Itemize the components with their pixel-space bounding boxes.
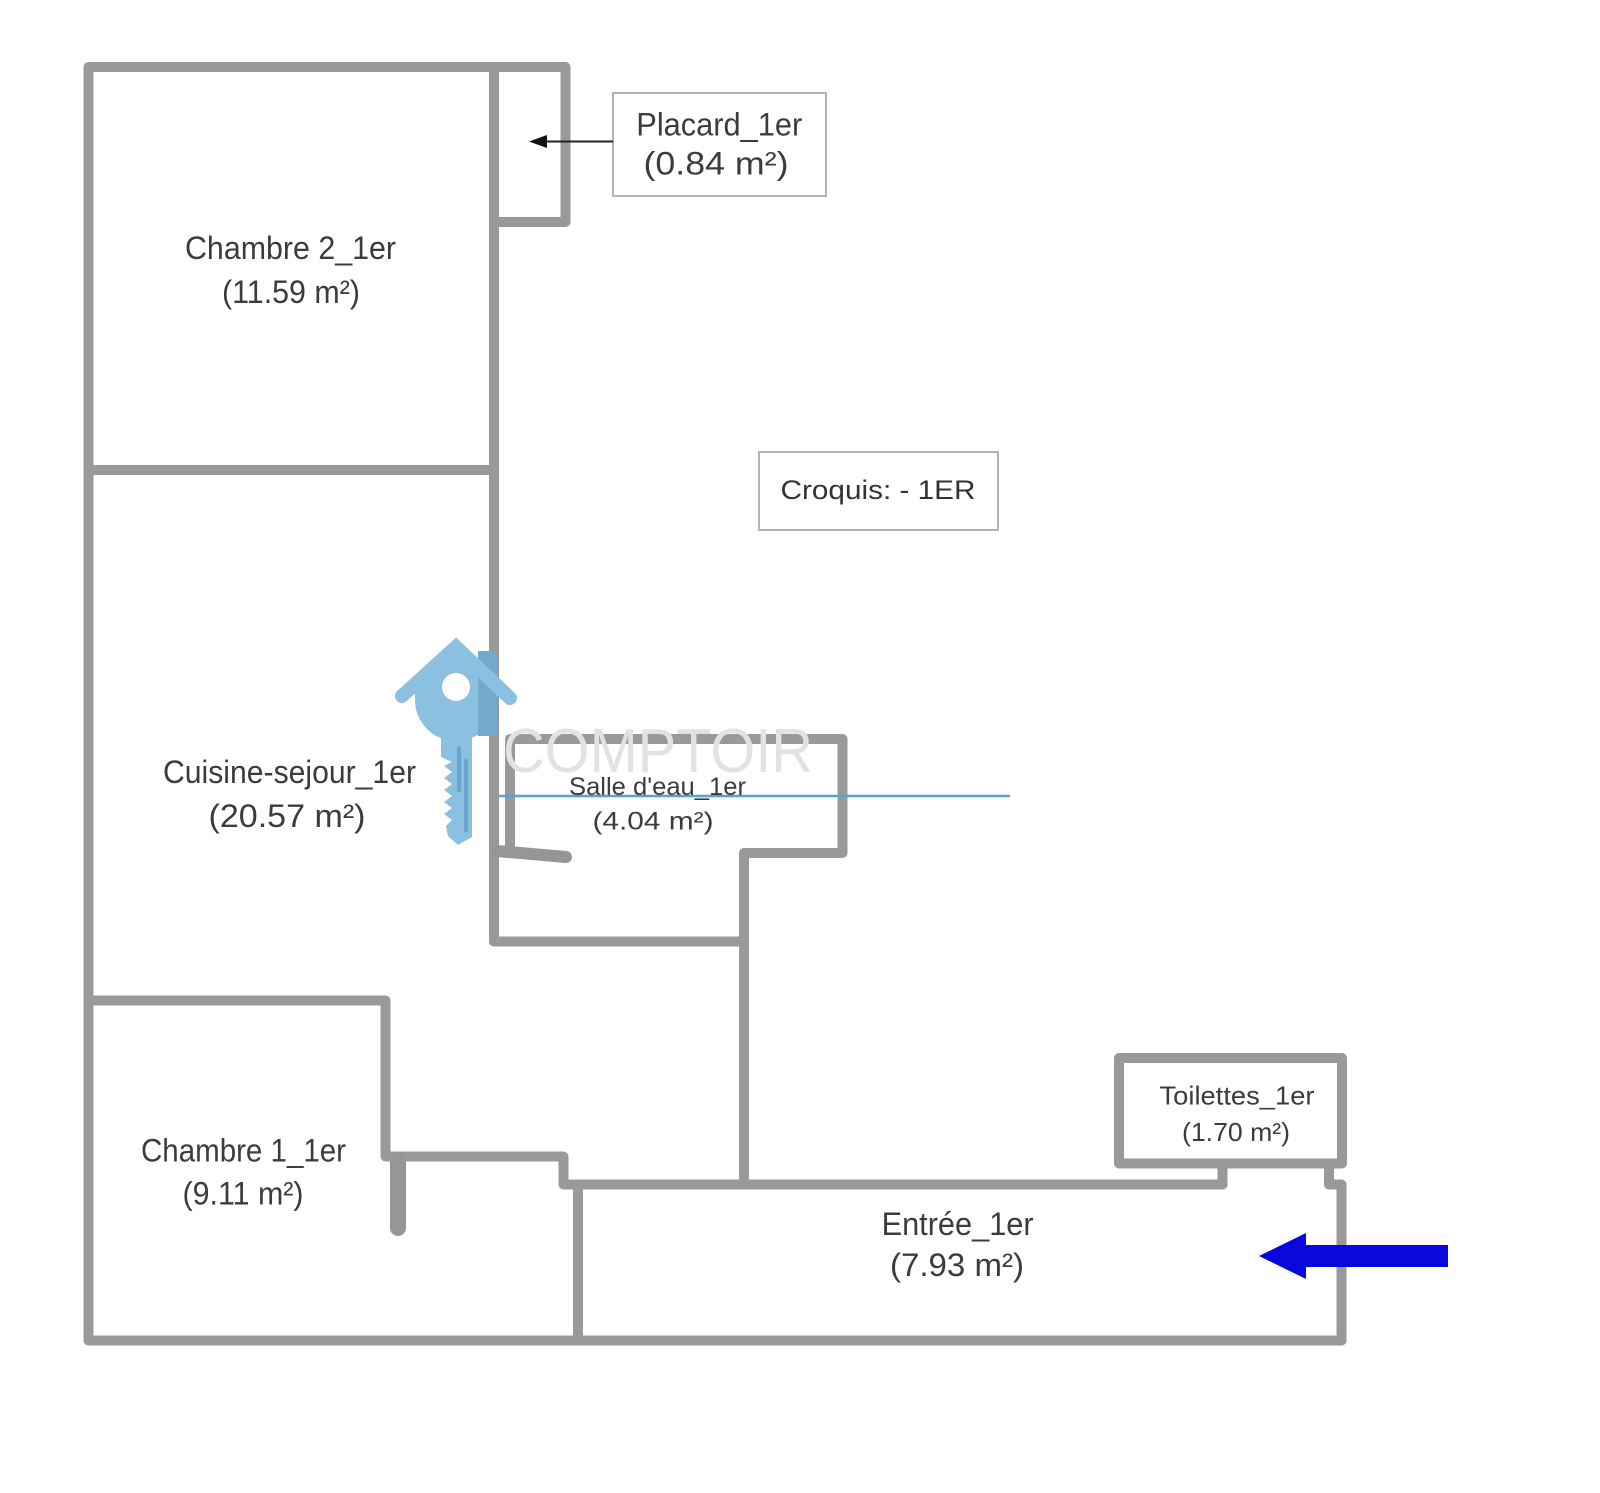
- svg-text:(1.70 m²): (1.70 m²): [1182, 1117, 1290, 1147]
- svg-text:Toilettes_1er: Toilettes_1er: [1160, 1081, 1315, 1111]
- svg-text:(7.93 m²): (7.93 m²): [890, 1247, 1024, 1283]
- svg-text:(9.11 m²): (9.11 m²): [183, 1176, 304, 1212]
- svg-text:Chambre 2_1er: Chambre 2_1er: [185, 230, 396, 266]
- svg-text:Cuisine-sejour_1er: Cuisine-sejour_1er: [163, 754, 416, 790]
- svg-text:(20.57 m²): (20.57 m²): [209, 798, 366, 834]
- svg-text:Entrée_1er: Entrée_1er: [882, 1206, 1034, 1242]
- svg-text:Croquis: - 1ER: Croquis: - 1ER: [781, 475, 976, 505]
- svg-text:(11.59 m²): (11.59 m²): [222, 274, 360, 310]
- svg-text:(4.04 m²): (4.04 m²): [593, 808, 714, 836]
- svg-text:Chambre 1_1er: Chambre 1_1er: [141, 1133, 346, 1169]
- svg-text:COMPTOIR: COMPTOIR: [503, 717, 813, 786]
- svg-text:(0.84 m²): (0.84 m²): [644, 146, 789, 182]
- svg-text:Salle d'eau_1er: Salle d'eau_1er: [569, 773, 746, 801]
- svg-text:Placard_1er: Placard_1er: [636, 107, 802, 143]
